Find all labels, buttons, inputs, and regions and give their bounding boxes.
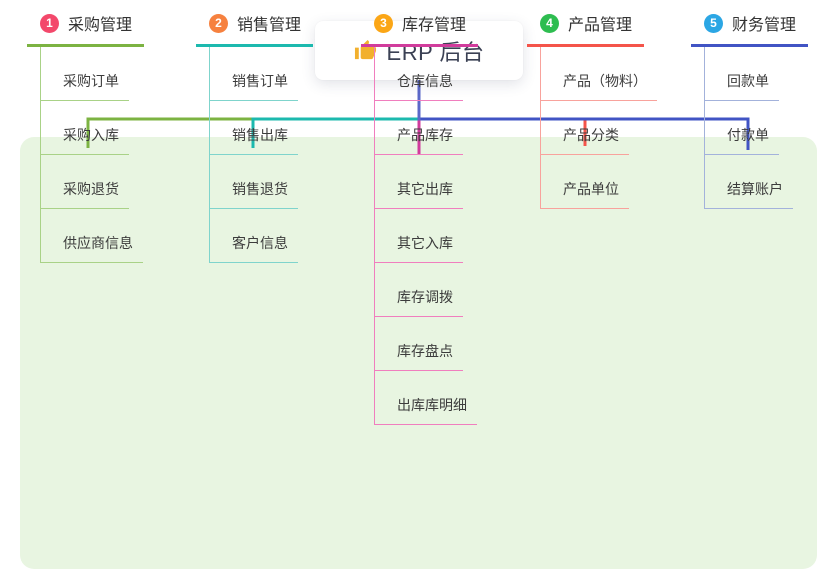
branch-number-badge: 1 — [40, 13, 59, 33]
product-stock-node[interactable]: 产品库存 — [375, 101, 463, 155]
branch-inventory-header[interactable]: 3 库存管理 — [361, 11, 479, 47]
branch-product-header[interactable]: 4 产品管理 — [527, 11, 645, 47]
thumbs-up-icon — [354, 39, 376, 60]
branch-inventory: 3 库存管理 仓库信息 产品库存 其它出库 其它入库 库存调拨 库存盘点 出库库… — [361, 11, 479, 425]
sales-return-node[interactable]: 销售退货 — [210, 155, 298, 209]
branch-finance-list: 回款单 付款单 结算账户 — [704, 47, 808, 209]
payment-order-node[interactable]: 付款单 — [705, 101, 779, 155]
branch-sales-list: 销售订单 销售出库 销售退货 客户信息 — [209, 47, 313, 263]
product-unit-node[interactable]: 产品单位 — [541, 155, 629, 209]
receipt-order-node[interactable]: 回款单 — [705, 47, 779, 101]
root-node[interactable]: ERP 后台 — [315, 21, 523, 80]
branch-number-badge: 5 — [704, 13, 723, 33]
branch-number-badge: 2 — [209, 13, 228, 33]
purchase-return-node[interactable]: 采购退货 — [41, 155, 129, 209]
branch-title: 库存管理 — [402, 17, 467, 34]
product-category-node[interactable]: 产品分类 — [541, 101, 629, 155]
branch-title: 财务管理 — [732, 17, 797, 34]
branch-finance: 5 财务管理 回款单 付款单 结算账户 — [691, 11, 809, 209]
branch-purchase-header[interactable]: 1 采购管理 — [27, 11, 145, 47]
branch-product: 4 产品管理 产品（物料） 产品分类 产品单位 — [527, 11, 657, 209]
branch-title: 销售管理 — [237, 17, 302, 34]
branch-finance-header[interactable]: 5 财务管理 — [691, 11, 809, 47]
outbound-detail-node[interactable]: 出库库明细 — [375, 371, 477, 425]
settlement-account-node[interactable]: 结算账户 — [705, 155, 793, 209]
branch-number-badge: 4 — [540, 13, 559, 33]
branch-purchase: 1 采购管理 采购订单 采购入库 采购退货 供应商信息 — [27, 11, 145, 263]
branch-inventory-list: 仓库信息 产品库存 其它出库 其它入库 库存调拨 库存盘点 出库库明细 — [374, 47, 478, 425]
branch-number-badge: 3 — [374, 13, 393, 33]
branch-purchase-list: 采购订单 采购入库 采购退货 供应商信息 — [40, 47, 144, 263]
warehouse-info-node[interactable]: 仓库信息 — [375, 47, 463, 101]
other-inbound-node[interactable]: 其它入库 — [375, 209, 463, 263]
branches-panel — [20, 137, 817, 569]
branch-title: 产品管理 — [568, 17, 633, 34]
branch-sales: 2 销售管理 销售订单 销售出库 销售退货 客户信息 — [196, 11, 314, 263]
branch-product-list: 产品（物料） 产品分类 产品单位 — [540, 47, 657, 209]
purchase-order-node[interactable]: 采购订单 — [41, 47, 129, 101]
purchase-inbound-node[interactable]: 采购入库 — [41, 101, 129, 155]
other-outbound-node[interactable]: 其它出库 — [375, 155, 463, 209]
customer-info-node[interactable]: 客户信息 — [210, 209, 298, 263]
sales-order-node[interactable]: 销售订单 — [210, 47, 298, 101]
branch-sales-header[interactable]: 2 销售管理 — [196, 11, 314, 47]
root-title: ERP 后台 — [386, 39, 485, 65]
supplier-info-node[interactable]: 供应商信息 — [41, 209, 143, 263]
sales-outbound-node[interactable]: 销售出库 — [210, 101, 298, 155]
stock-taking-node[interactable]: 库存盘点 — [375, 317, 463, 371]
branch-title: 采购管理 — [68, 17, 133, 34]
stock-transfer-node[interactable]: 库存调拨 — [375, 263, 463, 317]
product-material-node[interactable]: 产品（物料） — [541, 47, 657, 101]
